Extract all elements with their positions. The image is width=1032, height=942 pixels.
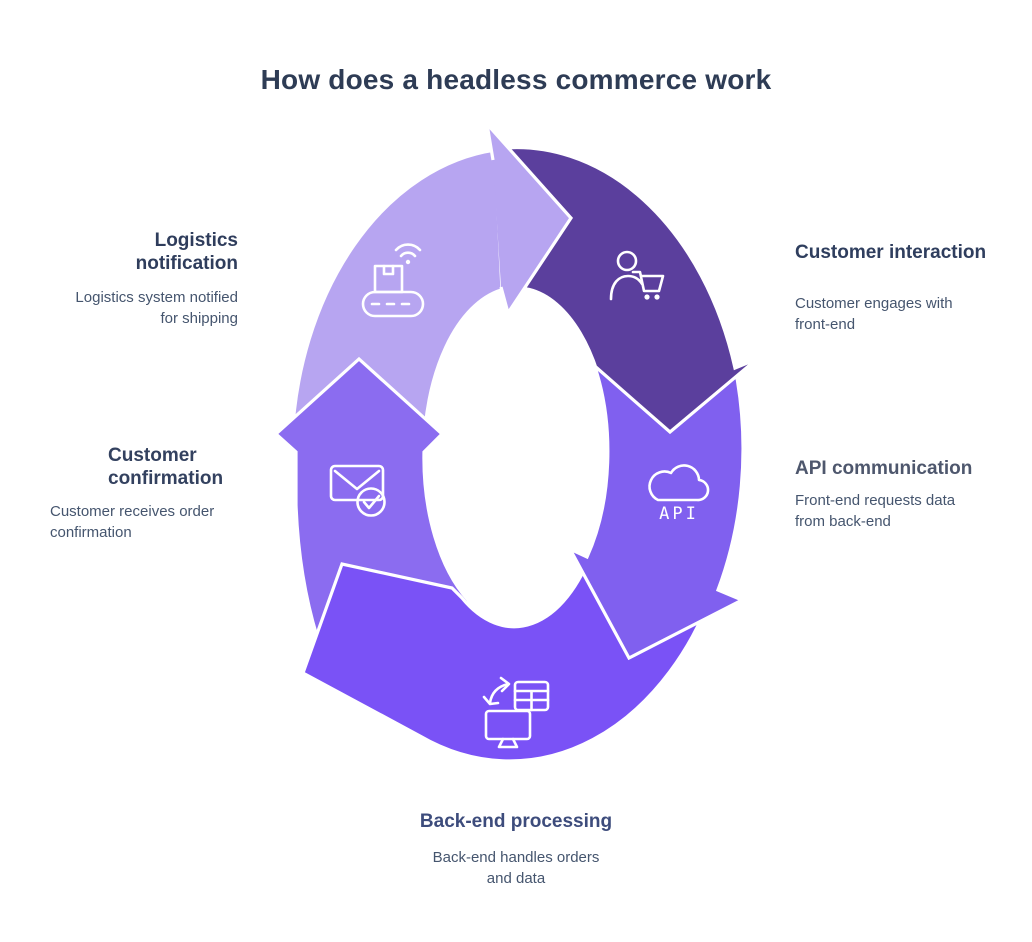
person-with-cart-icon (609, 250, 665, 301)
page-title: How does a headless commerce work (260, 64, 772, 95)
step-title-customer-interaction: Customer interaction (795, 242, 987, 263)
step-desc-api-communication: Front-end requests data from back-end (795, 492, 956, 530)
conveyor-wifi-icon (361, 243, 425, 318)
segment-logistics-notification-arrowhead (484, 118, 574, 317)
segment-api-communication (566, 362, 746, 661)
monitor-database-sync-icon (482, 676, 550, 749)
step-title-logistics-notification: Logistics notification (135, 230, 238, 274)
step-desc-logistics-notification: Logistics system notified for shipping (75, 289, 238, 327)
step-title-api-communication: API communication (795, 458, 973, 479)
segment-customer-confirmation (273, 356, 478, 654)
step-desc-customer-confirmation: Customer receives order confirmation (50, 503, 215, 541)
step-desc-back-end-processing: Back-end handles orders and data (432, 849, 600, 887)
step-desc-customer-interaction: Customer engages with front-end (795, 295, 953, 333)
email-check-icon (329, 464, 386, 517)
step-title-back-end-processing: Back-end processing (419, 811, 613, 832)
step-title-customer-confirmation: Customer confirmation (108, 445, 224, 489)
api-cloud-icon: API (648, 464, 710, 524)
api-icon-label: API (659, 504, 699, 524)
